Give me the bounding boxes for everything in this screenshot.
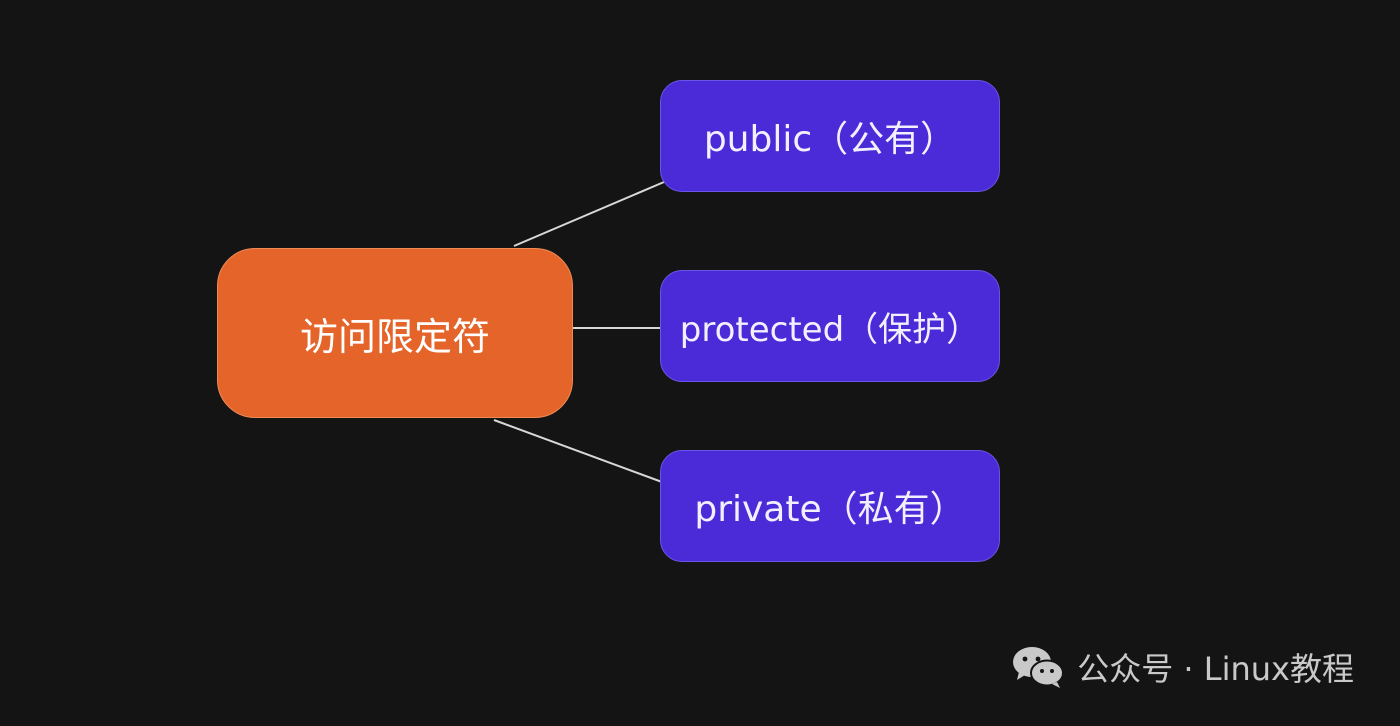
child-node-protected: protected（保护） (660, 270, 1000, 382)
child-node-label-public: public（公有） (703, 119, 957, 160)
connector-public (513, 181, 665, 247)
wechat-icon (1013, 647, 1065, 688)
watermark: 公众号 · Linux教程 (1011, 644, 1354, 690)
root-node-access-specifier: 访问限定符 (217, 248, 573, 418)
child-node-private: private（私有） (660, 450, 1000, 562)
child-node-public: public（公有） (660, 80, 1000, 192)
root-node-label: 访问限定符 (299, 314, 490, 359)
connector-private (493, 419, 663, 483)
child-node-label-protected: protected（保护） (679, 309, 981, 350)
watermark-text: 公众号 · Linux教程 (1077, 650, 1354, 688)
child-node-label-private: private（私有） (694, 489, 966, 530)
